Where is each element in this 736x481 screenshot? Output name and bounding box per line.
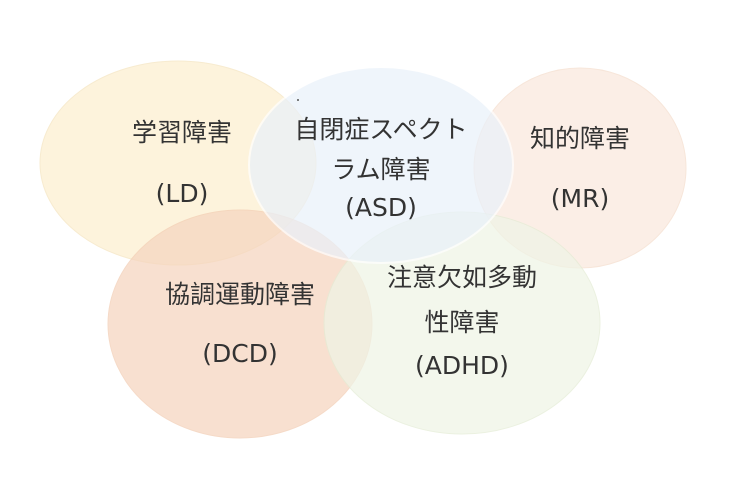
- asd-circle: [248, 66, 514, 264]
- mr-label-line1: 知的障害: [530, 124, 630, 153]
- asd-label-line1: 自閉症スペクト: [294, 115, 467, 144]
- mr-label-line2: (MR): [551, 184, 609, 213]
- asd-label-line2: ラム障害: [331, 155, 430, 184]
- dcd-label-line1: 協調運動障害: [165, 280, 315, 309]
- adhd-label-line1: 注意欠如多動: [387, 263, 537, 292]
- adhd-label-line2: 性障害: [424, 308, 499, 337]
- dot-mark: [297, 99, 299, 101]
- adhd-label-line3: (ADHD): [415, 351, 509, 380]
- ld-label-line1: 学習障害: [132, 118, 232, 147]
- dcd-label-line2: (DCD): [202, 339, 277, 368]
- ld-label-line2: (LD): [156, 179, 209, 208]
- asd-label-line3: (ASD): [345, 193, 417, 222]
